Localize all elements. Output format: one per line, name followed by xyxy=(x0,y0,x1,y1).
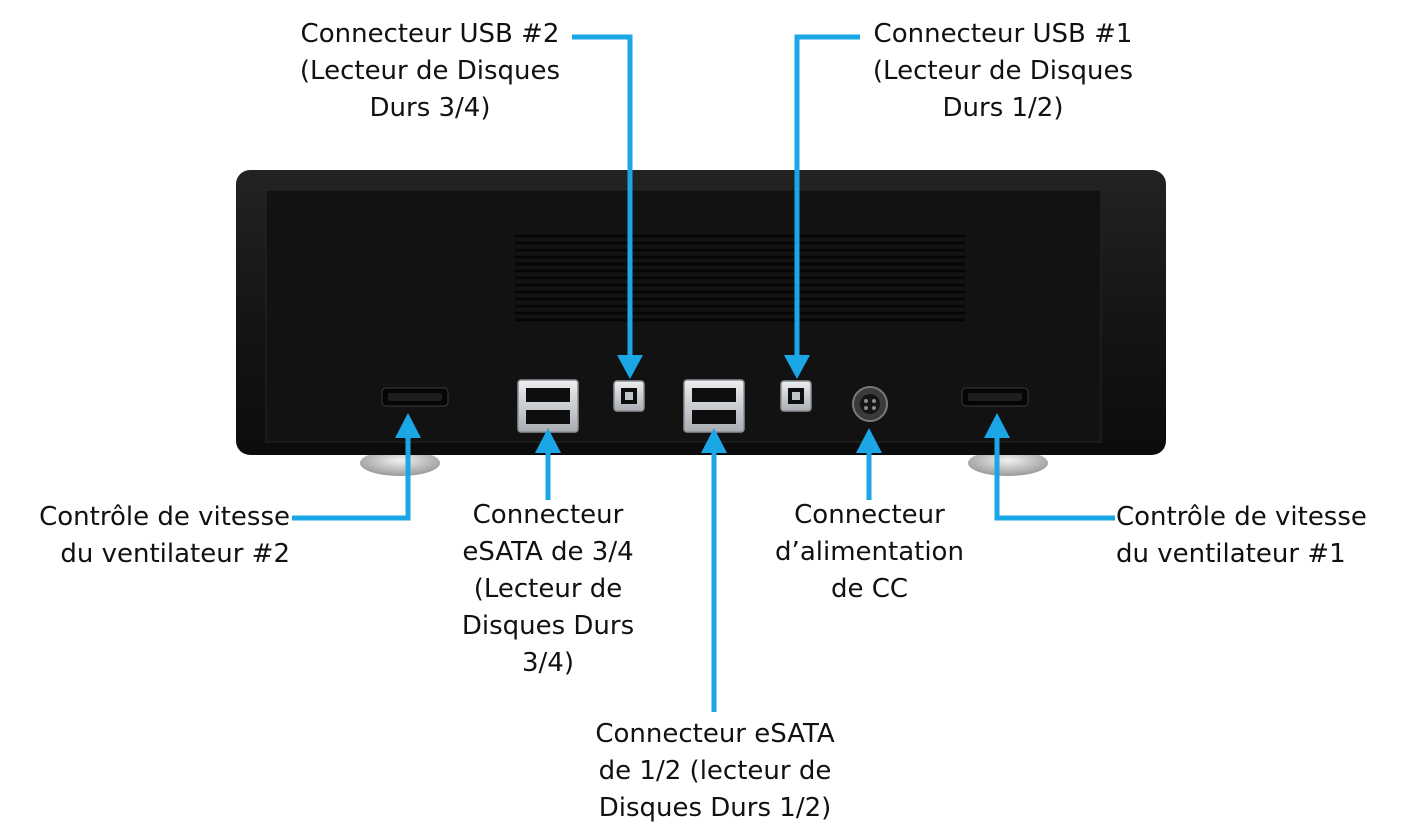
label-esata-connector-1-2: Connecteur eSATA de 1/2 (lecteur de Disq… xyxy=(595,719,835,823)
label-usb-connector-1: Connecteur USB #1 (Lecteur de Disques Du… xyxy=(872,19,1134,123)
arrowhead-fan2 xyxy=(395,413,421,438)
arrowhead-usb2 xyxy=(617,355,643,379)
vent-grille xyxy=(515,234,965,322)
label-fan-speed-control-1: Contrôle de vitesse du ventilateur #1 xyxy=(1116,502,1367,569)
leader-line-usb1 xyxy=(794,34,860,355)
arrowhead-power xyxy=(856,428,882,453)
label-esata-connector-3-4: Connecteur eSATA de 3/4 (Lecteur de Disq… xyxy=(461,500,635,678)
leader-line-usb2 xyxy=(572,34,633,355)
leader-line-fan2 xyxy=(292,438,411,521)
right-foot xyxy=(968,450,1048,476)
leader-line-fan1 xyxy=(994,438,1115,521)
label-usb-connector-2: Connecteur USB #2 (Lecteur de Disques Du… xyxy=(299,19,561,123)
usb-port-1 xyxy=(780,380,812,412)
arrowhead-fan1 xyxy=(984,413,1010,438)
left-foot xyxy=(360,450,440,476)
esata-port-3-4 xyxy=(517,379,579,433)
label-dc-power-connector: Connecteur d’alimentation de CC xyxy=(775,500,964,604)
arrowhead-usb1 xyxy=(784,355,810,379)
arrowhead-esata34 xyxy=(535,428,561,453)
arrowhead-esata12 xyxy=(701,428,727,453)
usb-port-2 xyxy=(613,380,645,412)
fan-speed-control-2 xyxy=(381,387,449,407)
fan-speed-control-1 xyxy=(961,387,1029,407)
esata-port-1-2 xyxy=(683,379,745,433)
dc-power-connector xyxy=(852,386,888,422)
label-fan-speed-control-2: Contrôle de vitesse du ventilateur #2 xyxy=(39,502,290,569)
